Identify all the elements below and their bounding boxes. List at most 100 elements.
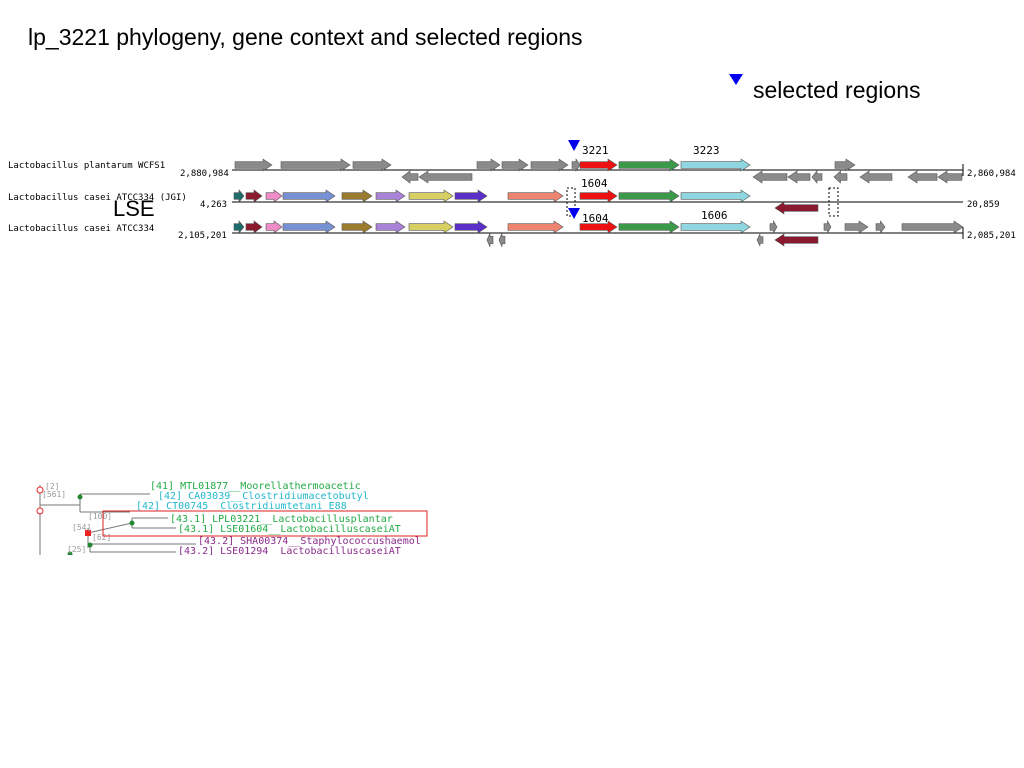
gene-arrow xyxy=(265,189,283,203)
gene-arrow xyxy=(418,170,473,184)
tree-leaf: [43.2] SHA00374__Staphylococcushaemol xyxy=(198,536,421,547)
gene-arrow xyxy=(811,170,823,184)
gene-arrow xyxy=(774,233,819,247)
gene-arrow xyxy=(618,158,680,172)
tree-leaf: [42] CT00745__Clostridiumtetani E88 xyxy=(136,501,347,512)
track-left-coord: 4,263 xyxy=(200,200,227,210)
tree-node xyxy=(77,494,83,500)
gene-arrow xyxy=(498,232,506,248)
gene-label: 3223 xyxy=(693,144,720,157)
gene-arrow xyxy=(454,220,488,234)
track-name: Lactobacillus casei ATCC334 (JGI) xyxy=(8,193,187,203)
tree-node xyxy=(36,507,44,515)
gene-arrow xyxy=(280,158,351,172)
phylogenetic-tree: [2] [561] [100] [54] [25] [62] [41] MTL0… xyxy=(36,481,428,555)
gene-arrow xyxy=(282,189,336,203)
track-right-coord: 2,085,201 xyxy=(967,231,1016,241)
gene-arrow xyxy=(282,220,336,234)
tree-node xyxy=(85,530,91,536)
gene-arrow xyxy=(907,170,938,184)
gene-arrow xyxy=(341,189,373,203)
blue-triangle-down-icon xyxy=(568,208,580,219)
gene-arrow xyxy=(756,233,764,247)
bootstrap-label: [561] xyxy=(42,490,66,499)
gene-label: 3221 xyxy=(582,144,609,157)
gene-label: 1604 xyxy=(582,212,609,225)
bootstrap-label: [62] xyxy=(92,533,111,542)
gene-arrow xyxy=(352,158,392,172)
gene-arrow xyxy=(341,220,373,234)
gene-arrow xyxy=(833,170,848,184)
bootstrap-label: [2] xyxy=(45,482,59,491)
gene-arrow xyxy=(680,189,751,203)
bootstrap-label: [54] xyxy=(72,523,91,532)
gene-arrow xyxy=(680,220,751,234)
gene-arrow xyxy=(787,170,811,184)
tree-node xyxy=(129,520,135,526)
gene-label: 1606 xyxy=(701,209,728,222)
tree-node xyxy=(67,551,73,555)
tree-leaf: [43.2] LSE01294__LactobacilluscaseiAT xyxy=(178,546,401,555)
gene-arrow xyxy=(245,189,263,203)
gene-arrow xyxy=(579,189,618,203)
gene-arrow xyxy=(823,219,832,235)
gene-arrow xyxy=(901,220,964,234)
gene-arrow xyxy=(234,158,273,172)
gene-arrow xyxy=(844,220,869,234)
gene-arrow xyxy=(375,220,406,234)
gene-arrow xyxy=(233,220,245,234)
gene-arrow xyxy=(408,189,454,203)
tree-node xyxy=(87,542,93,548)
gene-arrow xyxy=(476,158,501,172)
slide-title: lp_3221 phylogeny, gene context and sele… xyxy=(28,24,583,50)
gene-arrow xyxy=(618,189,680,203)
gene-arrow xyxy=(571,158,581,172)
legend-label: selected regions xyxy=(753,77,921,103)
gene-arrow xyxy=(530,158,569,172)
ortholog-highlight-box xyxy=(102,510,428,537)
tree-leaf: [43.1] LPL03221__Lactobacillusplantar xyxy=(170,514,393,525)
gene-arrow xyxy=(501,158,529,172)
blue-triangle-down-icon xyxy=(568,140,580,151)
track-left-coord: 2,105,201 xyxy=(178,231,227,241)
gene-context-diagram: Lactobacillus plantarum WCFS1 Lactobacil… xyxy=(8,140,1016,248)
track-right-coord: 20,859 xyxy=(967,200,1000,210)
gene-arrow xyxy=(265,220,283,234)
gene-arrow xyxy=(454,189,488,203)
bootstrap-label: [100] xyxy=(88,512,112,521)
gene-arrow xyxy=(774,201,819,215)
track-right-coord: 2,860,984 xyxy=(967,169,1016,179)
gene-arrow xyxy=(507,220,564,234)
gene-arrow xyxy=(769,219,778,235)
selection-box xyxy=(828,187,839,217)
gene-arrow xyxy=(507,189,564,203)
selection-box xyxy=(566,187,576,217)
gene-arrow xyxy=(579,220,618,234)
selected-regions-legend: selected regions xyxy=(727,72,967,106)
tree-leaf: [42] CA03039__Clostridiumacetobutyl xyxy=(158,491,369,502)
lse-label: LSE xyxy=(113,196,155,221)
gene-arrow xyxy=(401,170,419,184)
gene-arrow xyxy=(408,220,454,234)
gene-arrow xyxy=(859,170,893,184)
track-name: Lactobacillus casei ATCC334 xyxy=(8,224,154,234)
gene-arrow xyxy=(375,189,406,203)
gene-arrow xyxy=(680,158,751,172)
gene-arrow xyxy=(245,220,263,234)
gene-arrow xyxy=(579,158,618,172)
tree-leaf: [41] MTL01877__Moorellathermoacetic xyxy=(150,481,361,492)
gene-arrow xyxy=(937,170,963,184)
bootstrap-label: [25] xyxy=(67,545,86,554)
gene-arrow xyxy=(875,220,886,234)
gene-arrow xyxy=(486,232,494,248)
track-left-coord: 2,880,984 xyxy=(180,169,229,179)
gene-arrow xyxy=(233,189,245,203)
tree-leaf: [43.1] LSE01604__LactobacilluscaseiAT xyxy=(178,524,401,535)
track-name: Lactobacillus plantarum WCFS1 xyxy=(8,161,165,171)
gene-arrow xyxy=(752,170,788,184)
blue-triangle-down-icon xyxy=(729,74,743,85)
tree-node xyxy=(36,486,44,494)
gene-label: 1604 xyxy=(581,177,608,190)
gene-arrow xyxy=(618,220,680,234)
gene-arrow xyxy=(834,158,856,172)
